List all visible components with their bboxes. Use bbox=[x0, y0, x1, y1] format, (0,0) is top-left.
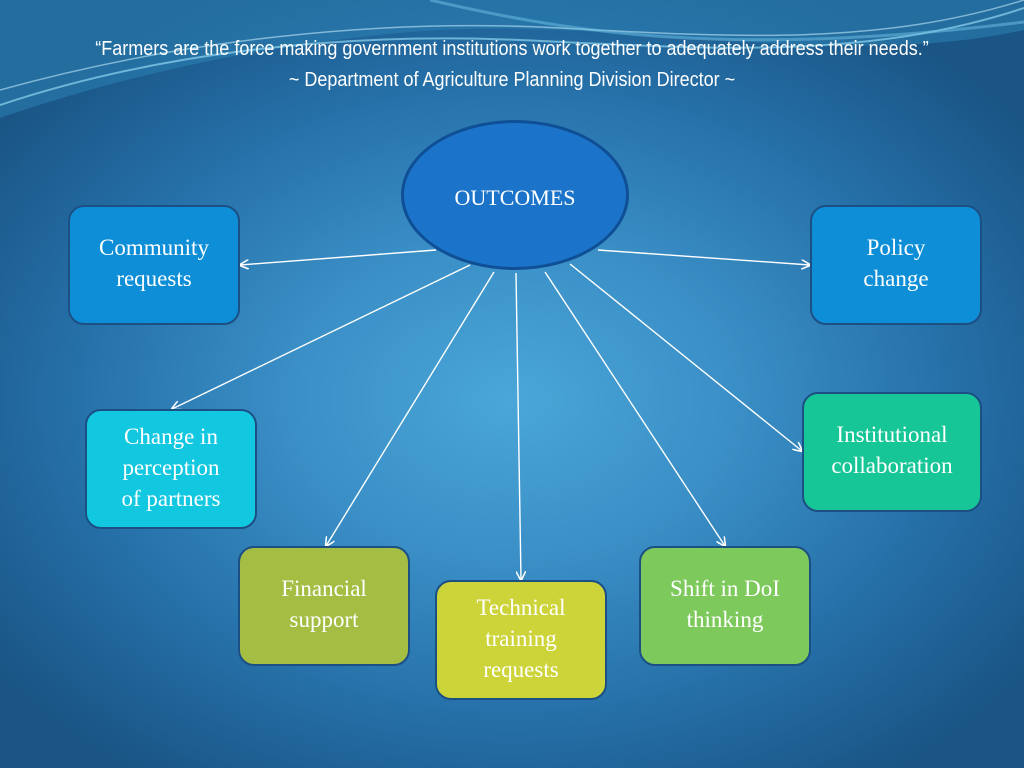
connector-community bbox=[240, 249, 437, 265]
node-label: Policy change bbox=[863, 235, 929, 291]
quote-attribution: ~ Department of Agriculture Planning Div… bbox=[288, 69, 736, 91]
node-financial-support: Financial support bbox=[238, 546, 410, 666]
node-change-in-perception: Change in perception of partners bbox=[85, 409, 257, 529]
outcomes-hub-label: OUTCOMES bbox=[454, 185, 576, 210]
node-label: Financial support bbox=[281, 576, 367, 632]
connector-policy bbox=[597, 249, 810, 265]
connector-technical bbox=[515, 272, 521, 580]
connector-financial bbox=[326, 271, 495, 546]
node-label: Community requests bbox=[99, 235, 209, 291]
node-label: Institutional collaboration bbox=[831, 422, 953, 478]
connector-doi bbox=[544, 271, 725, 546]
node-label: Change in perception of partners bbox=[121, 423, 221, 511]
outcomes-hub: OUTCOMES bbox=[401, 120, 629, 270]
node-institutional-collaboration: Institutional collaboration bbox=[802, 392, 982, 512]
node-shift-in-doi-thinking: Shift in DoI thinking bbox=[639, 546, 811, 666]
header-wave-decoration bbox=[0, 0, 1024, 118]
connector-institutional bbox=[569, 263, 802, 451]
connector-perception bbox=[172, 264, 471, 409]
node-label: Technical training requests bbox=[476, 594, 566, 682]
quote-block: “Farmers are the force making government… bbox=[51, 34, 973, 96]
node-policy-change: Policy change bbox=[810, 205, 982, 325]
node-technical-training-requests: Technical training requests bbox=[435, 580, 607, 700]
node-community-requests: Community requests bbox=[68, 205, 240, 325]
node-label: Shift in DoI thinking bbox=[670, 576, 780, 632]
quote-text: “Farmers are the force making government… bbox=[95, 38, 929, 60]
